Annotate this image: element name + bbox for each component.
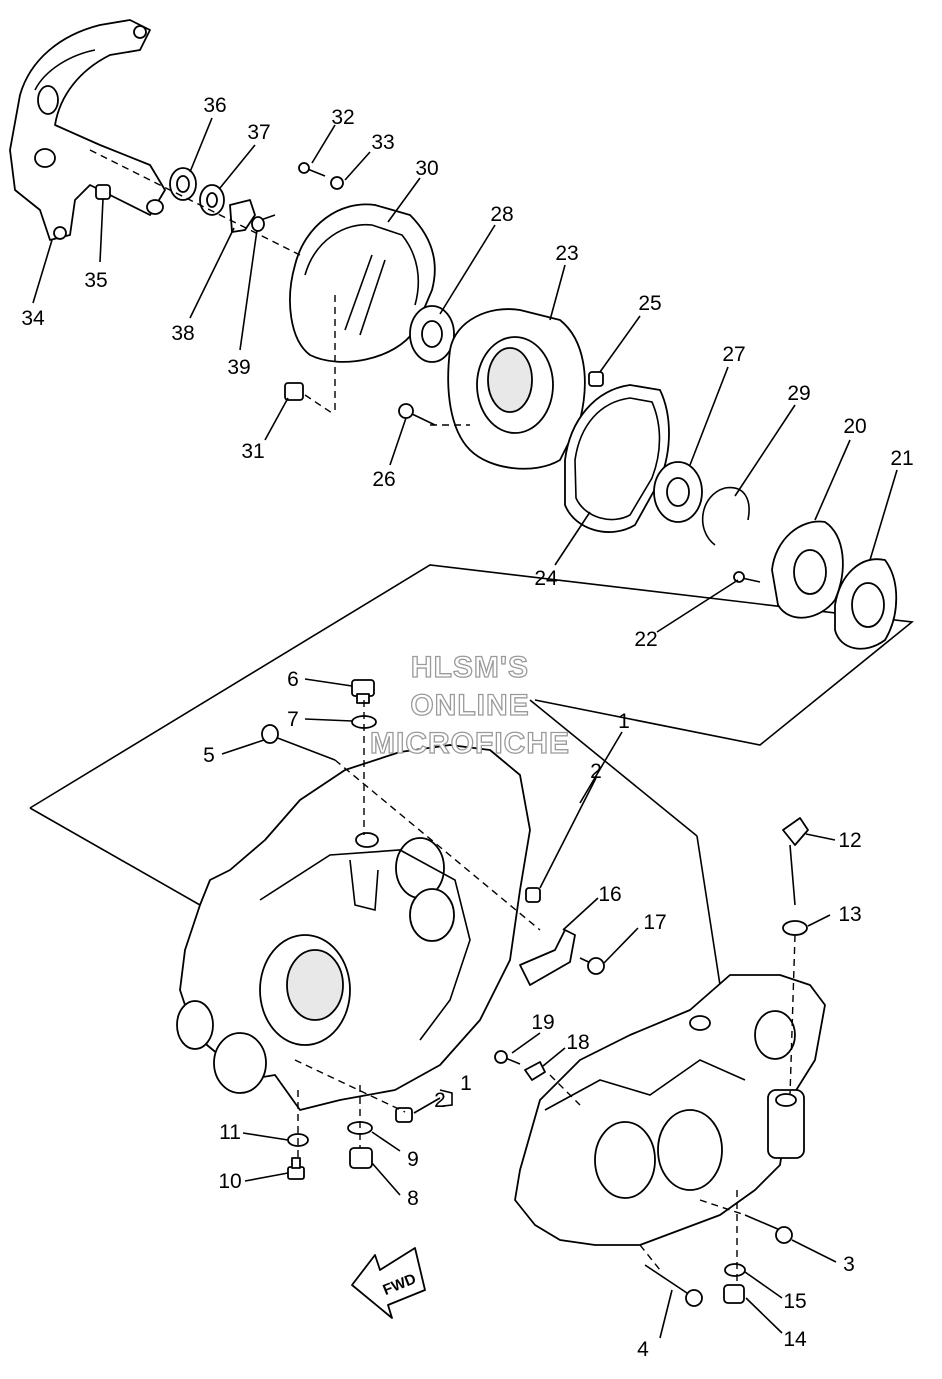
callout-5: 5: [203, 744, 215, 767]
part-10-screw: [287, 1157, 305, 1180]
callout-9: 9: [407, 1148, 419, 1171]
callout-17: 17: [643, 911, 666, 934]
part-8-plug: [349, 1147, 373, 1169]
part-18-clamp: [524, 1061, 546, 1081]
alignment-lines: [89, 149, 796, 1285]
callout-30: 30: [415, 157, 438, 180]
callout-10: 10: [218, 1170, 241, 1193]
part-35-dowel: [95, 184, 111, 200]
part-3-bolt: [744, 1214, 793, 1244]
part-5-bolt: [261, 724, 336, 761]
callout-33: 33: [371, 131, 394, 154]
part-29-circlip: [701, 486, 750, 546]
leader-lines: [32, 117, 898, 1339]
part-17-bolt: [579, 957, 605, 975]
callout-2b: 2: [434, 1089, 446, 1112]
callout-6: 6: [287, 668, 299, 691]
callout-34: 34: [21, 307, 45, 330]
callout-27: 27: [722, 343, 745, 366]
callout-16: 16: [598, 883, 621, 906]
callout-18: 18: [566, 1031, 589, 1054]
part-23-housing: [447, 308, 586, 470]
part-22-screw: [733, 571, 761, 583]
callout-11: 11: [219, 1121, 241, 1144]
part-31-dowel: [284, 382, 304, 401]
part-28-bearing: [409, 305, 455, 363]
part-20-plate: [771, 520, 844, 619]
callout-14: 14: [783, 1328, 807, 1351]
callout-24: 24: [534, 567, 558, 590]
part-38-plate: [229, 199, 256, 233]
callout-29: 29: [787, 382, 810, 405]
callout-32: 32: [331, 106, 354, 129]
part-30-cover: [289, 203, 436, 363]
callout-20: 20: [843, 415, 866, 438]
part-32-screw: [298, 162, 326, 177]
watermark-line-2: ONLINE: [410, 689, 529, 722]
part-37-bearing: [199, 184, 225, 216]
callout-39: 39: [227, 356, 250, 379]
part-2-dowel: [525, 887, 541, 903]
callout-21: 21: [890, 447, 913, 470]
part-21-gasket: [834, 558, 898, 650]
callout-1b: 1: [460, 1072, 472, 1095]
callout-12: 12: [838, 829, 861, 852]
part-33-washer: [330, 176, 344, 190]
callout-4: 4: [637, 1338, 649, 1361]
callout-numbers: 1 2 1 2 3 4 5 6 7 8 9 10 11 12 13 14 15 …: [21, 94, 913, 1361]
part-24-gasket: [564, 384, 670, 533]
part-27-bearing: [653, 461, 703, 523]
callout-36: 36: [203, 94, 226, 117]
callout-2: 2: [590, 760, 602, 783]
callout-13: 13: [838, 903, 861, 926]
right-crankcase: [514, 974, 826, 1246]
part-36-bearing: [169, 167, 197, 201]
callout-15: 15: [783, 1290, 806, 1313]
callout-22: 22: [634, 628, 657, 651]
callout-19: 19: [531, 1011, 554, 1034]
callout-28: 28: [490, 203, 513, 226]
left-cover-bracket: [9, 19, 166, 241]
part-15-washer: [724, 1263, 746, 1277]
part-16-bracket: [519, 929, 576, 986]
callout-31: 31: [241, 440, 264, 463]
part-12-dipstick: [782, 817, 809, 906]
watermark-line-1: HLSM'S: [411, 651, 529, 684]
callout-1: 1: [618, 710, 630, 733]
callout-35: 35: [84, 269, 107, 292]
callout-7: 7: [287, 708, 299, 731]
callout-23: 23: [555, 242, 578, 265]
part-19-screw: [494, 1050, 521, 1065]
callout-25: 25: [638, 292, 661, 315]
fwd-arrow-icon: FWD: [351, 1247, 426, 1319]
part-14-plug: [723, 1284, 745, 1304]
callout-37: 37: [247, 121, 270, 144]
part-6-plug: [351, 679, 375, 704]
left-crankcase: [176, 744, 531, 1111]
part-4-bolt: [644, 1264, 703, 1307]
callout-8: 8: [407, 1187, 419, 1210]
callout-26: 26: [372, 468, 395, 491]
callout-3: 3: [843, 1253, 855, 1276]
part-2b-dowel: [395, 1107, 413, 1123]
part-25-dowel: [588, 371, 604, 387]
part-39-bolt: [251, 214, 276, 232]
callout-38: 38: [171, 322, 194, 345]
assembly-outline: [29, 564, 914, 986]
watermark-line-3: MICROFICHE: [370, 727, 570, 760]
part-13-oring: [782, 920, 808, 936]
watermark: HLSM'S ONLINE MICROFICHE: [369, 650, 570, 760]
